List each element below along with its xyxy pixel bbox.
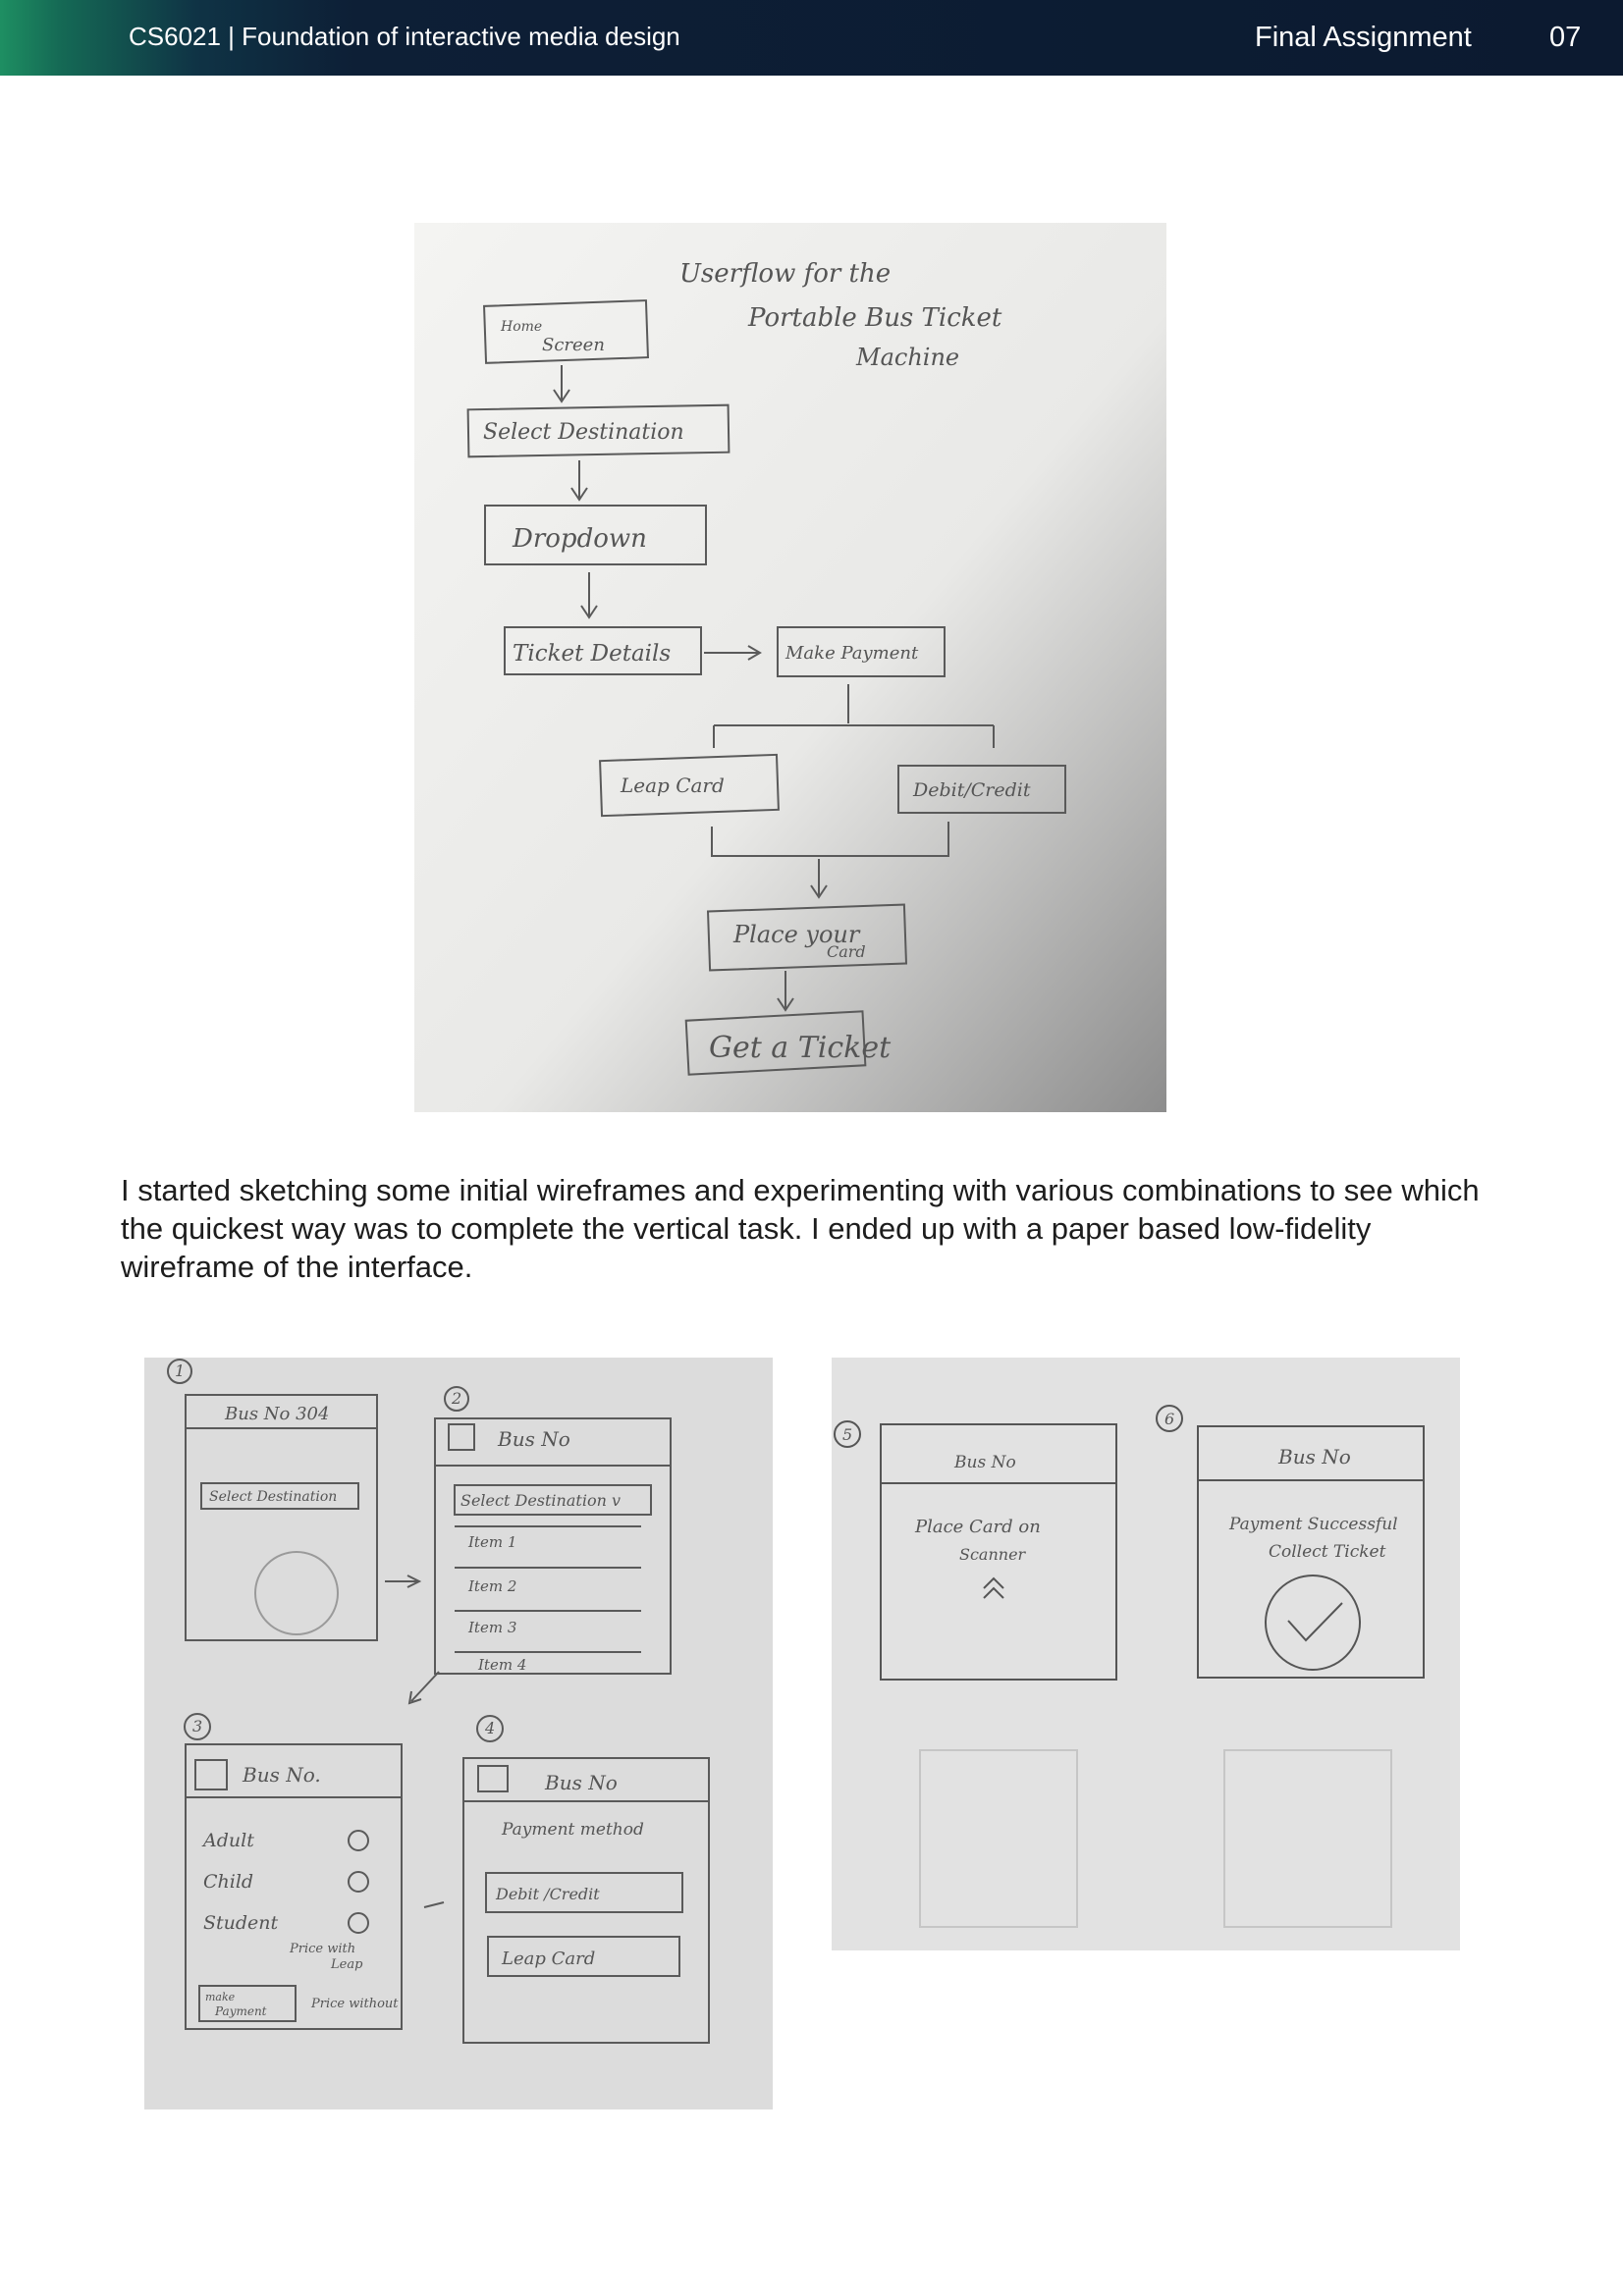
- page-number: 07: [1549, 22, 1582, 53]
- step-place-card-line2: Card: [827, 942, 866, 961]
- s3-make-payment-line2: Payment: [214, 2004, 267, 2018]
- userflow-sketch-photo: Userflow for the Portable Bus Ticket Mac…: [414, 223, 1166, 1112]
- step-home-line2: Screen: [542, 335, 605, 355]
- assignment-title: Final Assignment: [1255, 22, 1472, 53]
- wireframe-number-2: 2: [451, 1389, 461, 1408]
- userflow-title-line2: Portable Bus Ticket: [747, 303, 1002, 333]
- s3-adult: Adult: [201, 1830, 254, 1851]
- s4-payment-method: Payment method: [501, 1820, 644, 1840]
- wireframes-photo-left: 1 2 3 4 Bus No 304 Select Destination Bu…: [144, 1358, 773, 2109]
- s3-child: Child: [203, 1871, 253, 1893]
- s2-title: Bus No: [497, 1427, 570, 1451]
- step-select-destination: Select Destination: [483, 420, 684, 445]
- s6-text-line2: Collect Ticket: [1269, 1542, 1386, 1562]
- s3-price-without: Price without: [310, 1997, 399, 2011]
- s3-make-payment-line1: make: [205, 1991, 236, 2003]
- s3-price-with-leap-line2: Leap: [330, 1957, 363, 1972]
- s4-title: Bus No: [544, 1771, 618, 1794]
- wireframe-number-5: 5: [842, 1425, 852, 1444]
- s2-item-4: Item 4: [477, 1656, 526, 1674]
- step-get-ticket: Get a Ticket: [709, 1031, 892, 1065]
- s2-item-1: Item 1: [467, 1533, 516, 1551]
- step-debit-credit: Debit/Credit: [912, 779, 1031, 801]
- s1-select-destination: Select Destination: [209, 1489, 337, 1505]
- s5-text-line1: Place Card on: [914, 1517, 1041, 1537]
- s4-leap-card: Leap Card: [501, 1949, 595, 1969]
- step-ticket-details: Ticket Details: [513, 641, 671, 667]
- step-home-line1: Home: [500, 319, 542, 335]
- userflow-title-line1: Userflow for the: [679, 259, 891, 289]
- wireframe-number-6: 6: [1164, 1410, 1174, 1428]
- userflow-title-line3: Machine: [855, 344, 959, 371]
- wireframe-number-4: 4: [484, 1719, 495, 1737]
- wireframes-photo-right: 5 6 Bus No Place Card on Scanner Bus No …: [832, 1358, 1460, 1950]
- s4-debit-credit: Debit /Credit: [495, 1885, 600, 1903]
- page-header: CS6021 | Foundation of interactive media…: [0, 0, 1623, 76]
- s5-text-line2: Scanner: [959, 1545, 1027, 1564]
- s2-item-2: Item 2: [467, 1577, 516, 1595]
- s6-title: Bus No: [1277, 1445, 1351, 1468]
- body-paragraph: I started sketching some initial wirefra…: [121, 1173, 1480, 1284]
- s3-title: Bus No.: [242, 1763, 321, 1787]
- step-make-payment: Make Payment: [784, 643, 919, 664]
- s2-item-3: Item 3: [467, 1619, 516, 1636]
- wireframe-number-3: 3: [192, 1717, 202, 1735]
- step-place-card-line1: Place your: [732, 921, 861, 948]
- s3-student: Student: [203, 1912, 279, 1934]
- s2-select-destination: Select Destination v: [460, 1491, 621, 1510]
- step-leap-card: Leap Card: [620, 774, 725, 797]
- s5-title: Bus No: [953, 1453, 1016, 1472]
- s3-price-with-leap-line1: Price with: [289, 1942, 355, 1956]
- s1-title: Bus No 304: [224, 1404, 329, 1424]
- s6-text-line1: Payment Successful: [1228, 1515, 1398, 1534]
- step-dropdown: Dropdown: [512, 524, 647, 554]
- wireframe-number-1: 1: [175, 1362, 185, 1380]
- course-title: CS6021 | Foundation of interactive media…: [129, 22, 680, 51]
